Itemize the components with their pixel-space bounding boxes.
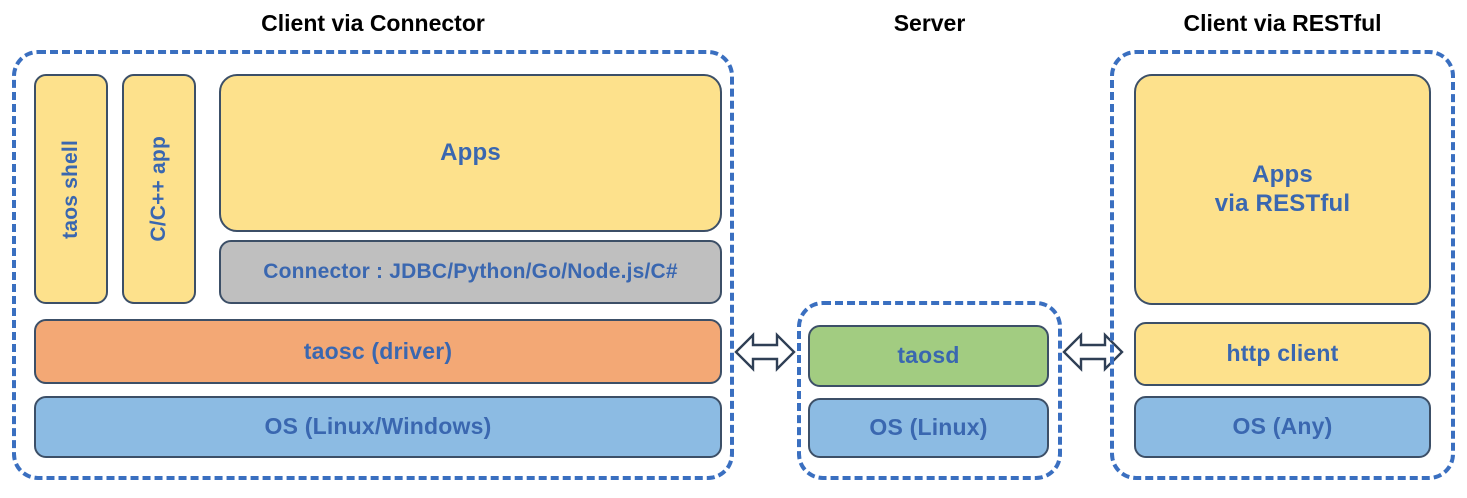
section-title-client-connector: Client via Connector xyxy=(261,10,485,36)
box-taos-shell-label: taos shell xyxy=(58,139,82,239)
section-title-server: Server xyxy=(893,10,966,36)
box-http-client-label: http client xyxy=(1226,340,1339,367)
box-taosd[interactable]: taosd xyxy=(808,325,1049,387)
box-c-cpp-app-label: C/C++ app xyxy=(146,136,170,242)
group-server xyxy=(797,301,1062,480)
box-apps-via-restful-label: Apps via RESTful xyxy=(1214,161,1351,217)
box-os-any-label: OS (Any) xyxy=(1232,413,1333,440)
box-os-any[interactable]: OS (Any) xyxy=(1134,396,1431,458)
group-client-via-connector xyxy=(12,50,734,480)
connector-arrow-client-to-server xyxy=(734,330,796,374)
section-title-client-restful: Client via RESTful xyxy=(1183,10,1382,36)
box-apps-via-restful[interactable]: Apps via RESTful xyxy=(1134,74,1431,305)
box-os-linux-windows[interactable]: OS (Linux/Windows) xyxy=(34,396,722,458)
box-os-linux[interactable]: OS (Linux) xyxy=(808,398,1049,458)
box-os-linux-label: OS (Linux) xyxy=(869,414,988,441)
box-apps-connector-label: Apps xyxy=(440,138,501,166)
box-taosc-driver[interactable]: taosc (driver) xyxy=(34,319,722,384)
box-taos-shell[interactable]: taos shell xyxy=(34,74,108,304)
connector-arrow-server-to-restful xyxy=(1062,330,1124,374)
box-connector[interactable]: Connector : JDBC/Python/Go/Node.js/C# xyxy=(219,240,722,304)
box-c-cpp-app[interactable]: C/C++ app xyxy=(122,74,196,304)
box-os-linux-windows-label: OS (Linux/Windows) xyxy=(264,413,492,440)
box-apps-connector[interactable]: Apps xyxy=(219,74,722,232)
box-http-client[interactable]: http client xyxy=(1134,322,1431,386)
box-connector-label: Connector : JDBC/Python/Go/Node.js/C# xyxy=(263,259,678,283)
box-taosc-driver-label: taosc (driver) xyxy=(303,337,453,364)
box-taosd-label: taosd xyxy=(897,342,960,369)
group-client-via-restful xyxy=(1110,50,1455,480)
